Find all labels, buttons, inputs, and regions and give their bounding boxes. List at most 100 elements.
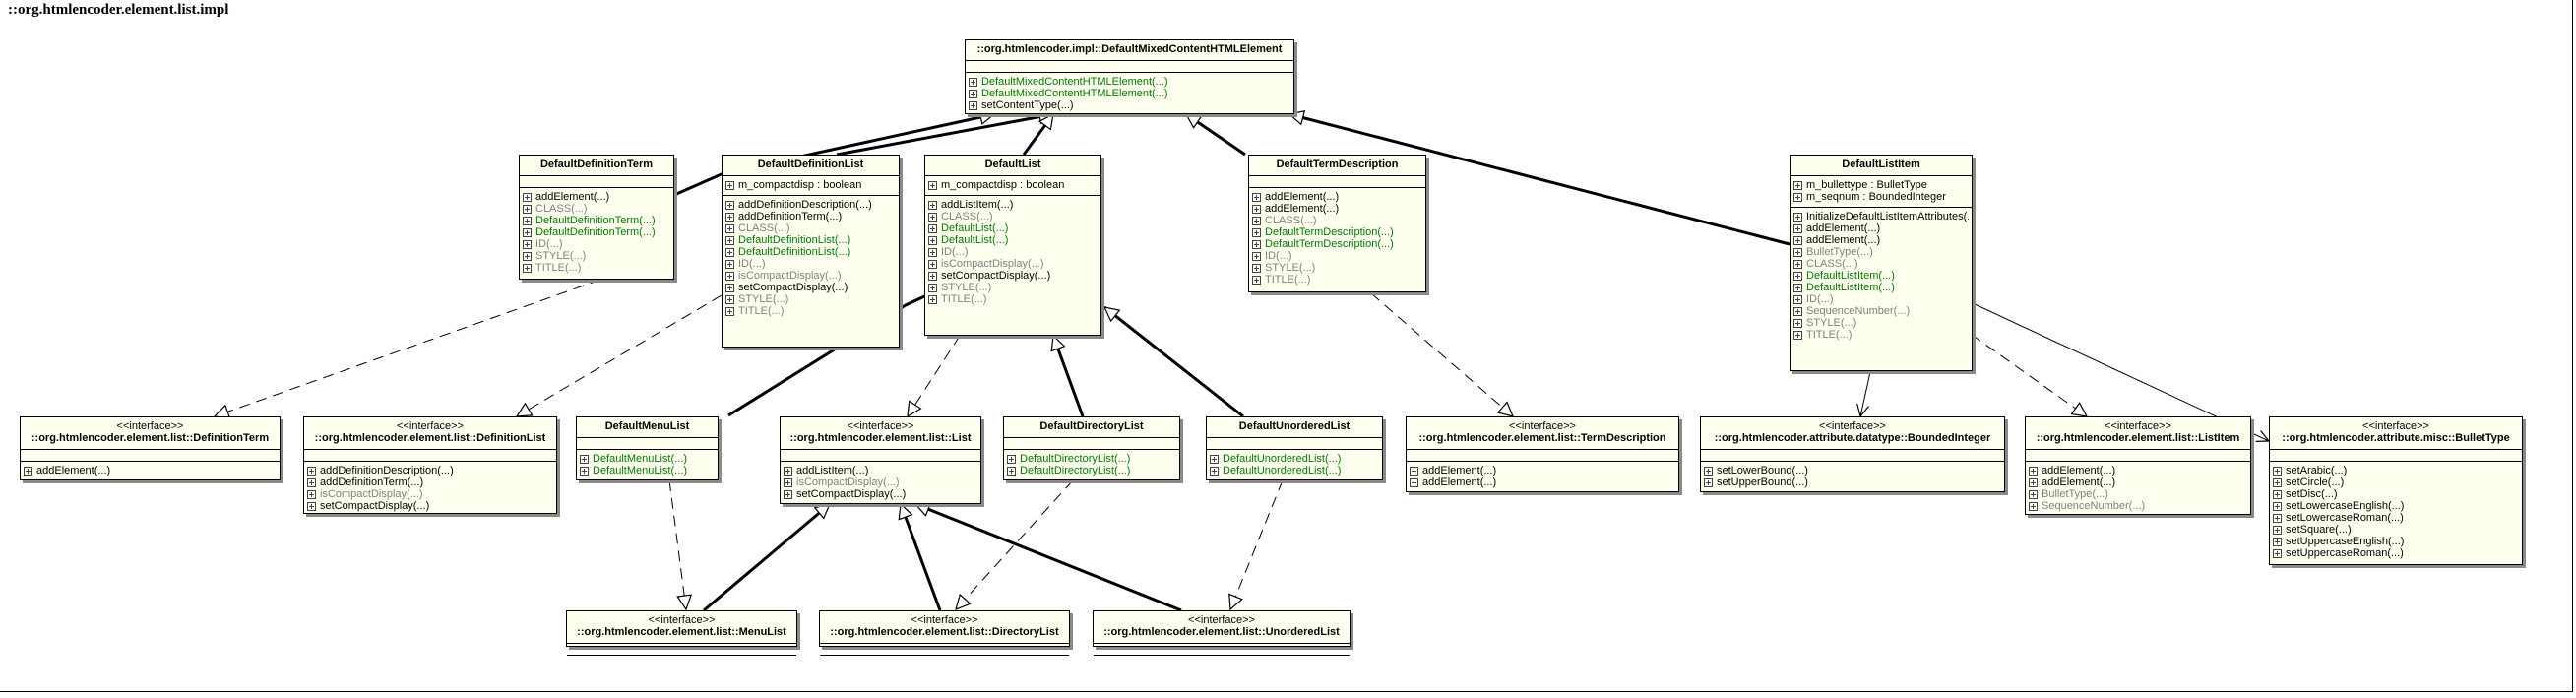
operation-label: addElement(...) — [1806, 234, 1881, 246]
class-operation: DefaultMixedContentHTMLElement(...) — [969, 76, 1290, 88]
class-operation: CLASS(...) — [725, 222, 896, 234]
generalization-edge — [1186, 112, 1246, 157]
class-operation: SequenceNumber(...) — [1793, 305, 1969, 317]
class-operation: DefaultMixedContentHTMLElement(...) — [969, 88, 1290, 99]
class-operation: CLASS(...) — [1793, 258, 1969, 270]
operations-compartment: addElement(...)addElement(...) — [1407, 461, 1678, 492]
class-box-ilist[interactable]: <<interface>>::org.htmlencoder.element.l… — [780, 416, 981, 504]
class-operation: addListItem(...) — [784, 465, 977, 476]
operation-label: DefaultListItem(...) — [1806, 282, 1895, 293]
operation-label: DefaultMenuList(...) — [593, 465, 687, 476]
operation-label: TITLE(...) — [1265, 274, 1311, 286]
expand-icon — [725, 200, 734, 210]
class-box-idefinitionlist[interactable]: <<interface>>::org.htmlencoder.element.l… — [303, 416, 557, 514]
expand-icon — [1793, 306, 1802, 316]
expand-icon — [1410, 466, 1418, 476]
expand-icon — [2273, 525, 2282, 535]
class-header: <<interface>>::org.htmlencoder.element.l… — [1094, 611, 1350, 643]
expand-icon — [1252, 227, 1261, 237]
generalization-edge — [1104, 305, 1244, 418]
operation-label: setDisc(...) — [2286, 488, 2338, 500]
class-operation: setLowercaseEnglish(...) — [2273, 500, 2519, 512]
class-name: DefaultDefinitionTerm — [539, 159, 654, 170]
class-box-idirectorylist[interactable]: <<interface>>::org.htmlencoder.element.l… — [819, 610, 1070, 656]
class-box-itermdescription[interactable]: <<interface>>::org.htmlencoder.element.l… — [1406, 416, 1679, 492]
class-operation: addElement(...) — [2029, 465, 2247, 476]
generalization-edge — [1053, 336, 1085, 417]
attributes-compartment: m_compactdisp : boolean — [925, 175, 1100, 195]
operation-label: setContentType(...) — [981, 99, 1074, 111]
class-operation: setDisc(...) — [2273, 488, 2519, 500]
attributes-compartment — [966, 60, 1293, 72]
class-operation: setCompactDisplay(...) — [307, 500, 553, 512]
class-box-iunorderedlist[interactable]: <<interface>>::org.htmlencoder.element.l… — [1093, 610, 1351, 656]
generalization-edge — [1022, 114, 1055, 156]
operations-compartment — [820, 655, 1069, 666]
operation-label: addElement(...) — [2042, 465, 2116, 476]
expand-icon — [307, 501, 316, 511]
operation-label: isCompactDisplay(...) — [320, 488, 423, 500]
class-box-iboundedinteger[interactable]: <<interface>>::org.htmlencoder.attribute… — [1700, 416, 2005, 492]
operation-label: setLowerBound(...) — [1717, 465, 1808, 476]
operation-label: DefaultDirectoryList(...) — [1020, 453, 1131, 465]
expand-icon — [1252, 239, 1261, 249]
expand-icon — [523, 251, 532, 261]
attributes-compartment — [21, 449, 280, 461]
operation-label: ID(...) — [1265, 250, 1292, 262]
operation-label: setCompactDisplay(...) — [320, 500, 430, 512]
class-operation: STYLE(...) — [725, 293, 896, 305]
class-operation: setUpperBound(...) — [1704, 476, 2001, 488]
operation-label: DefaultDefinitionList(...) — [738, 246, 851, 258]
operation-label: setCompactDisplay(...) — [738, 282, 848, 293]
expand-icon — [1793, 259, 1802, 269]
class-attribute: m_seqnum : BoundedInteger — [1793, 191, 1969, 203]
class-name: ::org.htmlencoder.attribute.datatype::Bo… — [1714, 432, 1991, 444]
expand-icon — [1252, 204, 1261, 214]
operation-label: STYLE(...) — [1265, 262, 1316, 274]
class-box-imenulist[interactable]: <<interface>>::org.htmlencoder.element.l… — [566, 610, 797, 656]
operations-compartment: addListItem(...)CLASS(...)DefaultList(..… — [925, 195, 1100, 309]
operation-label: ID(...) — [535, 238, 563, 250]
operation-label: CLASS(...) — [1265, 215, 1317, 226]
class-header: <<interface>>::org.htmlencoder.element.l… — [2026, 417, 2250, 449]
class-name: ::org.htmlencoder.element.list::Definiti… — [31, 432, 270, 444]
class-box-ilistitem[interactable]: <<interface>>::org.htmlencoder.element.l… — [2025, 416, 2251, 515]
stereotype-label: <<interface>> — [847, 420, 914, 432]
operation-label: DefaultDefinitionTerm(...) — [535, 215, 656, 226]
class-box-ibullettype[interactable]: <<interface>>::org.htmlencoder.attribute… — [2269, 416, 2523, 565]
operation-label: addElement(...) — [1422, 476, 1497, 488]
operation-label: DefaultUnorderedList(...) — [1223, 465, 1342, 476]
class-operation: setLowercaseRoman(...) — [2273, 512, 2519, 524]
class-header: <<interface>>::org.htmlencoder.attribute… — [2270, 417, 2522, 449]
class-operation: BulletType(...) — [1793, 246, 1969, 258]
class-header: DefaultDefinitionTerm — [520, 156, 673, 175]
class-box-defaultmixedcontenthtmlelement[interactable]: ::org.htmlencoder.impl::DefaultMixedCont… — [965, 39, 1294, 114]
expand-icon — [307, 489, 316, 499]
class-operation: CLASS(...) — [928, 211, 1098, 222]
class-name: ::org.htmlencoder.attribute.misc::Bullet… — [2282, 432, 2510, 444]
realization-edge — [668, 479, 686, 609]
class-operation: addElement(...) — [2029, 476, 2247, 488]
class-operation: STYLE(...) — [523, 250, 670, 262]
expand-icon — [307, 466, 316, 476]
operation-label: DefaultUnorderedList(...) — [1223, 453, 1342, 465]
expand-icon — [1793, 318, 1802, 328]
expand-icon — [725, 180, 734, 190]
operation-label: BulletType(...) — [2042, 488, 2108, 500]
class-operation: setContentType(...) — [969, 99, 1290, 111]
class-box-idefinitionterm[interactable]: <<interface>>::org.htmlencoder.element.l… — [20, 416, 281, 480]
operation-label: BulletType(...) — [1806, 246, 1873, 258]
operation-label: setArabic(...) — [2286, 465, 2348, 476]
operations-compartment: addElement(...)addElement(...)CLASS(...)… — [1249, 187, 1425, 289]
operation-label: setSquare(...) — [2286, 524, 2352, 536]
class-operation: BulletType(...) — [2029, 488, 2247, 500]
stereotype-label: <<interface>> — [116, 420, 184, 432]
